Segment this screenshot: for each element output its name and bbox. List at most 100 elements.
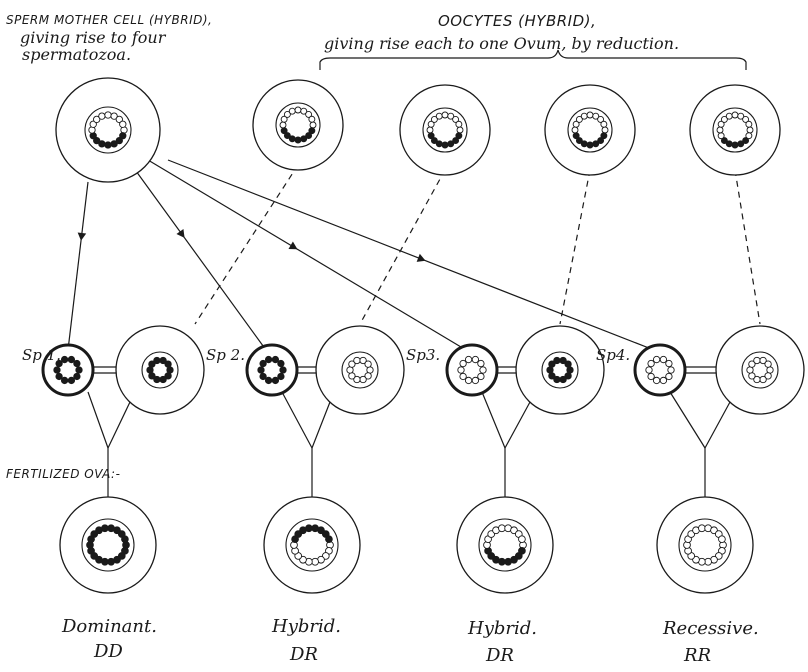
- sperm-mother-cell-title: SPERM MOTHER CELL (HYBRID),: [6, 13, 213, 27]
- chromosome: [104, 141, 112, 149]
- chromosome: [572, 132, 580, 140]
- chromosome: [600, 132, 608, 140]
- chromosome: [652, 355, 661, 364]
- chromosome: [647, 372, 655, 381]
- sperm-chromosomes-3: [457, 355, 487, 385]
- union-line-ovum-2: [311, 401, 331, 449]
- sperm-cell-1: [41, 343, 95, 397]
- chromosome: [364, 372, 372, 380]
- chromosome: [464, 376, 473, 385]
- chromosome: [575, 115, 583, 123]
- chromosome: [459, 359, 467, 368]
- chromosome: [283, 110, 291, 118]
- chromosome: [55, 359, 63, 368]
- chromosome: [704, 557, 712, 566]
- chromosome: [259, 359, 267, 368]
- chromosome: [101, 524, 109, 533]
- sperm-label-2: Sp 2.: [206, 346, 245, 364]
- chromosome: [456, 126, 464, 134]
- sperm-chromosomes-2: [257, 355, 287, 385]
- chromosome: [572, 120, 580, 128]
- chromosome: [698, 524, 706, 533]
- chromosome: [305, 132, 313, 140]
- oocytes-subtitle: giving rise each to one Ovum, by reducti…: [324, 34, 680, 53]
- fertilized-chromosomes-4: [683, 524, 727, 566]
- chromosome: [720, 115, 728, 123]
- chromosome: [471, 355, 480, 364]
- chromosome: [159, 375, 167, 384]
- chromosome: [359, 375, 367, 384]
- union-line-ovum-4: [704, 401, 731, 449]
- chromosome: [89, 120, 97, 128]
- chromosome: [73, 359, 81, 368]
- chromosome: [580, 112, 588, 120]
- outcome-code-3: DR: [486, 645, 514, 666]
- chromosome: [259, 372, 267, 381]
- chromosome: [745, 120, 753, 128]
- sperm-mother-cell-subtitle-1: giving rise to four: [20, 28, 166, 47]
- chromosome: [553, 375, 561, 384]
- chromosome: [759, 375, 767, 384]
- chromosome: [748, 372, 756, 380]
- chromosome: [737, 140, 745, 148]
- chromosome: [659, 355, 668, 364]
- chromosome: [98, 140, 106, 148]
- chromosome: [731, 141, 739, 149]
- union-line-ovum-1: [107, 401, 131, 449]
- outcome-name-2: Hybrid.: [272, 616, 341, 637]
- chromosome: [477, 372, 485, 381]
- chromosome: [477, 359, 485, 368]
- chromosome: [592, 112, 600, 120]
- chromosome: [277, 359, 285, 368]
- mother-chromosomes: [88, 111, 128, 149]
- chromosome: [288, 107, 296, 115]
- chromosome: [601, 126, 609, 134]
- chromosome: [353, 375, 361, 384]
- chromosome: [441, 111, 449, 119]
- chromosome: [753, 375, 761, 384]
- chromosome: [426, 126, 434, 134]
- chromosome: [659, 376, 668, 385]
- chromosome: [264, 376, 273, 385]
- chromosome: [311, 557, 319, 566]
- chromosome: [645, 366, 653, 374]
- chromosome: [586, 111, 594, 119]
- chromosome: [308, 127, 316, 135]
- outcome-name-1: Dominant.: [62, 616, 157, 637]
- chromosome: [366, 366, 374, 374]
- mother-to-sperm-line-4: [167, 159, 655, 351]
- chromosome: [725, 112, 733, 120]
- outcome-code-1: DD: [94, 641, 123, 662]
- chromosome: [115, 136, 123, 145]
- chromosome: [764, 372, 772, 380]
- chromosome: [564, 360, 572, 368]
- chromosome: [597, 115, 605, 123]
- chromosome: [430, 137, 438, 145]
- chromosome: [647, 359, 655, 368]
- chromosome: [571, 126, 579, 134]
- chromosome: [498, 524, 506, 533]
- chromosome: [559, 356, 567, 365]
- chromosome: [305, 524, 313, 533]
- chromosome: [348, 372, 356, 380]
- chromosome: [452, 137, 460, 145]
- chromosome: [746, 366, 754, 374]
- chromosome: [309, 121, 317, 129]
- chromosome: [119, 132, 127, 140]
- chromosome: [447, 140, 455, 148]
- chromosome: [600, 120, 608, 128]
- chromosome: [148, 360, 156, 368]
- chromosome: [580, 140, 588, 148]
- chromosome: [471, 376, 480, 385]
- chromosome: [452, 115, 460, 123]
- chromosome: [277, 372, 285, 381]
- chromosome: [518, 535, 526, 544]
- chromosome: [121, 535, 129, 544]
- chromosome: [110, 140, 118, 148]
- chromosome: [75, 366, 83, 374]
- sperm-cell-4: [633, 343, 687, 397]
- chromosome: [455, 132, 463, 140]
- chromosome: [279, 121, 287, 129]
- chromosome: [737, 112, 745, 120]
